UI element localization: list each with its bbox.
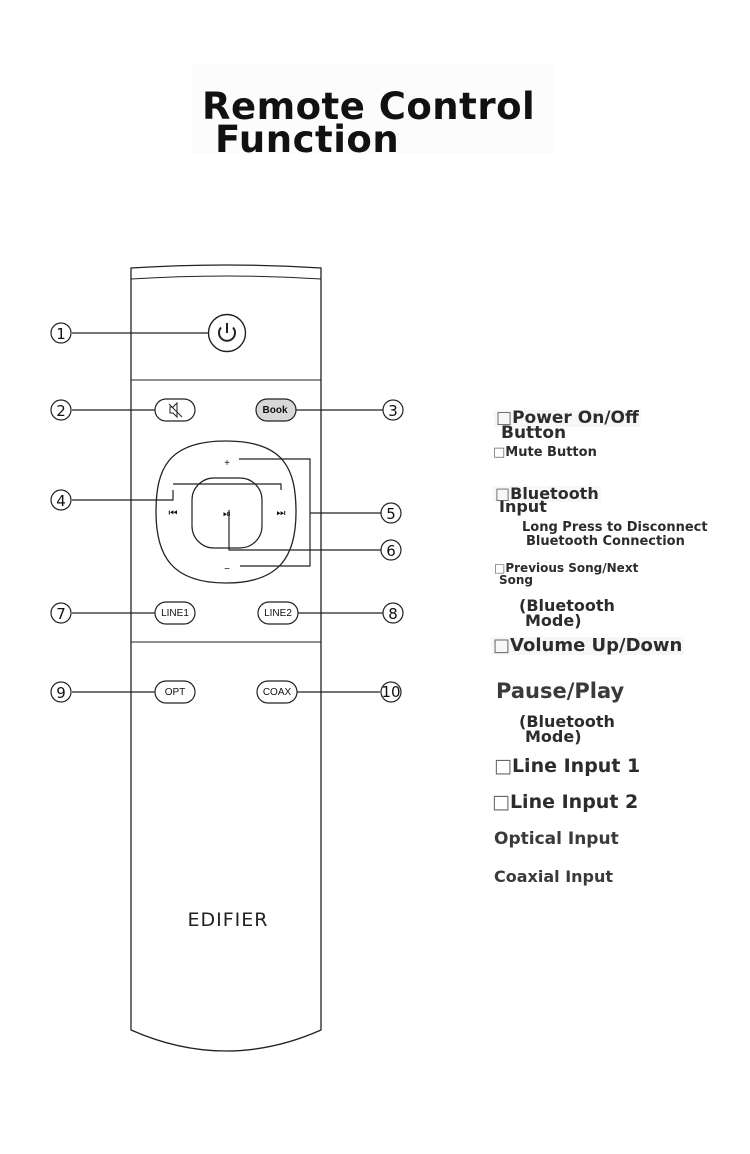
power-button[interactable] (207, 313, 247, 353)
legend-bt-mode-a: (Bluetooth (519, 596, 615, 615)
legend-prev-next-line2: Song (499, 573, 534, 587)
page-title-line2: Function (215, 118, 400, 161)
bullet: □ (494, 755, 512, 777)
svg-text:6: 6 (386, 542, 396, 560)
brand-logo: EDIFIER (188, 909, 269, 931)
legend-prev-next: □Previous Song/Next (494, 561, 639, 575)
svg-text:3: 3 (388, 402, 398, 420)
legend-line-input-2: □Line Input 2 (492, 791, 639, 813)
callout-7: 7 (50, 602, 72, 624)
mute-button[interactable] (154, 398, 196, 422)
legend-bt-long-press: Long Press to Disconnect (522, 520, 708, 535)
legend-bt-mode-b: (Bluetooth (519, 712, 615, 731)
callout-1: 1 (50, 322, 72, 344)
line1-button-label: LINE1 (161, 608, 189, 619)
callout-5: 5 (380, 502, 402, 524)
opt-button[interactable]: OPT (154, 680, 196, 704)
play-pause-icon: ⏯ (223, 509, 231, 520)
callout-6: 6 (380, 539, 402, 561)
legend-volume: □Volume Up/Down (491, 635, 685, 656)
legend-pause-play: Pause/Play (496, 679, 625, 703)
legend-bt-mode-a-line2: Mode) (525, 611, 582, 630)
svg-text:5: 5 (386, 505, 396, 523)
callout-lines (72, 332, 383, 693)
svg-text:1: 1 (56, 325, 66, 343)
next-button[interactable]: ⏭ (277, 508, 286, 519)
title-background (192, 64, 554, 154)
page-title: Remote Control (202, 85, 536, 128)
bluetooth-button[interactable]: Book (255, 398, 297, 422)
legend-bt-long-press-line2: Bluetooth Connection (526, 534, 685, 549)
callout-2: 2 (50, 399, 72, 421)
legend-mute: □Mute Button (493, 445, 597, 460)
svg-text:2: 2 (56, 402, 66, 420)
legend-line-input-1: □Line Input 1 (494, 755, 641, 777)
remote-button-panel (130, 379, 322, 643)
previous-button[interactable]: ⏮ (169, 508, 178, 519)
legend-bluetooth-line2: Input (499, 497, 547, 516)
callout-8: 8 (382, 602, 404, 624)
svg-text:4: 4 (56, 492, 66, 510)
line2-button[interactable]: LINE2 (257, 601, 299, 625)
power-icon (218, 323, 236, 342)
coax-button-label: COAX (263, 687, 292, 698)
bullet: □ (494, 561, 506, 575)
svg-text:8: 8 (388, 605, 398, 623)
legend-power: □Power On/Off (494, 408, 641, 428)
opt-button-label: OPT (165, 687, 186, 698)
remote-top-edge (130, 275, 322, 280)
volume-up-button[interactable]: + (224, 458, 230, 469)
bullet: □ (496, 408, 513, 428)
bullet: □ (493, 445, 506, 460)
callout-3: 3 (382, 399, 404, 421)
bluetooth-button-label: Book (263, 405, 288, 416)
legend-bt-mode-b-line2: Mode) (525, 727, 582, 746)
bullet: □ (493, 635, 511, 656)
mute-icon (168, 401, 183, 419)
line1-button[interactable]: LINE1 (154, 601, 196, 625)
svg-text:9: 9 (56, 684, 66, 702)
bullet: □ (495, 484, 511, 503)
legend-bluetooth: □Bluetooth (493, 484, 601, 503)
callout-10: 10 (380, 681, 402, 703)
line2-button-label: LINE2 (264, 608, 292, 619)
callout-4: 4 (50, 489, 72, 511)
play-pause-button[interactable] (191, 477, 263, 549)
legend-coaxial: Coaxial Input (494, 867, 614, 886)
volume-down-button[interactable]: − (224, 564, 230, 575)
svg-text:7: 7 (56, 605, 66, 623)
bullet: □ (492, 791, 510, 813)
remote-body (130, 264, 322, 1052)
svg-text:10: 10 (381, 683, 400, 701)
callout-9: 9 (50, 681, 72, 703)
coax-button[interactable]: COAX (256, 680, 298, 704)
legend-optical: Optical Input (494, 829, 619, 849)
legend-power-line2: Button (501, 423, 567, 443)
callout-numbers: 1 2 3 4 5 6 7 8 9 10 (50, 322, 404, 703)
